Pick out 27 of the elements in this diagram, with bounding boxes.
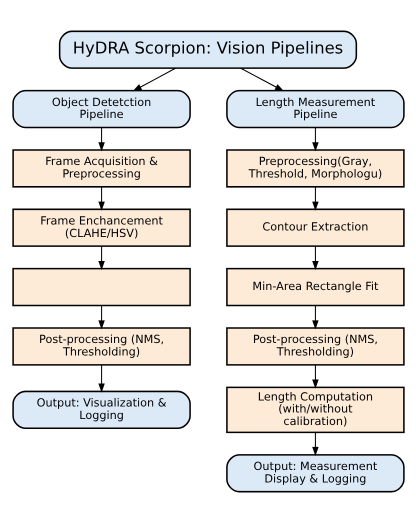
arrow xyxy=(98,246,104,270)
node-box: Object Detetction Pipeline xyxy=(12,90,190,128)
node-box xyxy=(12,268,190,306)
arrow xyxy=(98,306,104,330)
arrow xyxy=(312,364,318,389)
arrow xyxy=(98,186,104,211)
node-box: Post-processing (NMS, Thresholding) xyxy=(12,327,190,366)
arrow xyxy=(132,68,176,92)
arrow xyxy=(98,364,104,393)
node-box: HyDRA Scorpion: Vision Pipelines xyxy=(58,30,357,69)
node-box: Min-Area Rectangle Fit xyxy=(226,268,404,306)
arrow xyxy=(312,246,318,270)
node-box: Frame Enchancement (CLAHE/HSV) xyxy=(12,208,190,247)
arrow xyxy=(312,306,318,330)
node-box: Preprocessing(Gray, Threshold, Morphologu) xyxy=(226,149,404,188)
arrow xyxy=(312,186,318,211)
node-box: Length Computation (with/without calibration) xyxy=(226,386,404,434)
node-box: Frame Acquisition & Preprocessing xyxy=(12,149,190,188)
arrow xyxy=(240,68,284,92)
node-box: Post-processing (NMS, Thresholding) xyxy=(226,327,404,366)
node-box: Length Measurement Pipeline xyxy=(226,90,404,128)
arrow xyxy=(98,128,104,152)
arrow xyxy=(312,432,318,456)
arrow xyxy=(312,128,318,152)
node-box: Output: Visualization & Logging xyxy=(12,390,190,430)
node-box: Output: Measurement Display & Logging xyxy=(226,454,404,492)
node-box: Contour Extraction xyxy=(226,208,404,247)
